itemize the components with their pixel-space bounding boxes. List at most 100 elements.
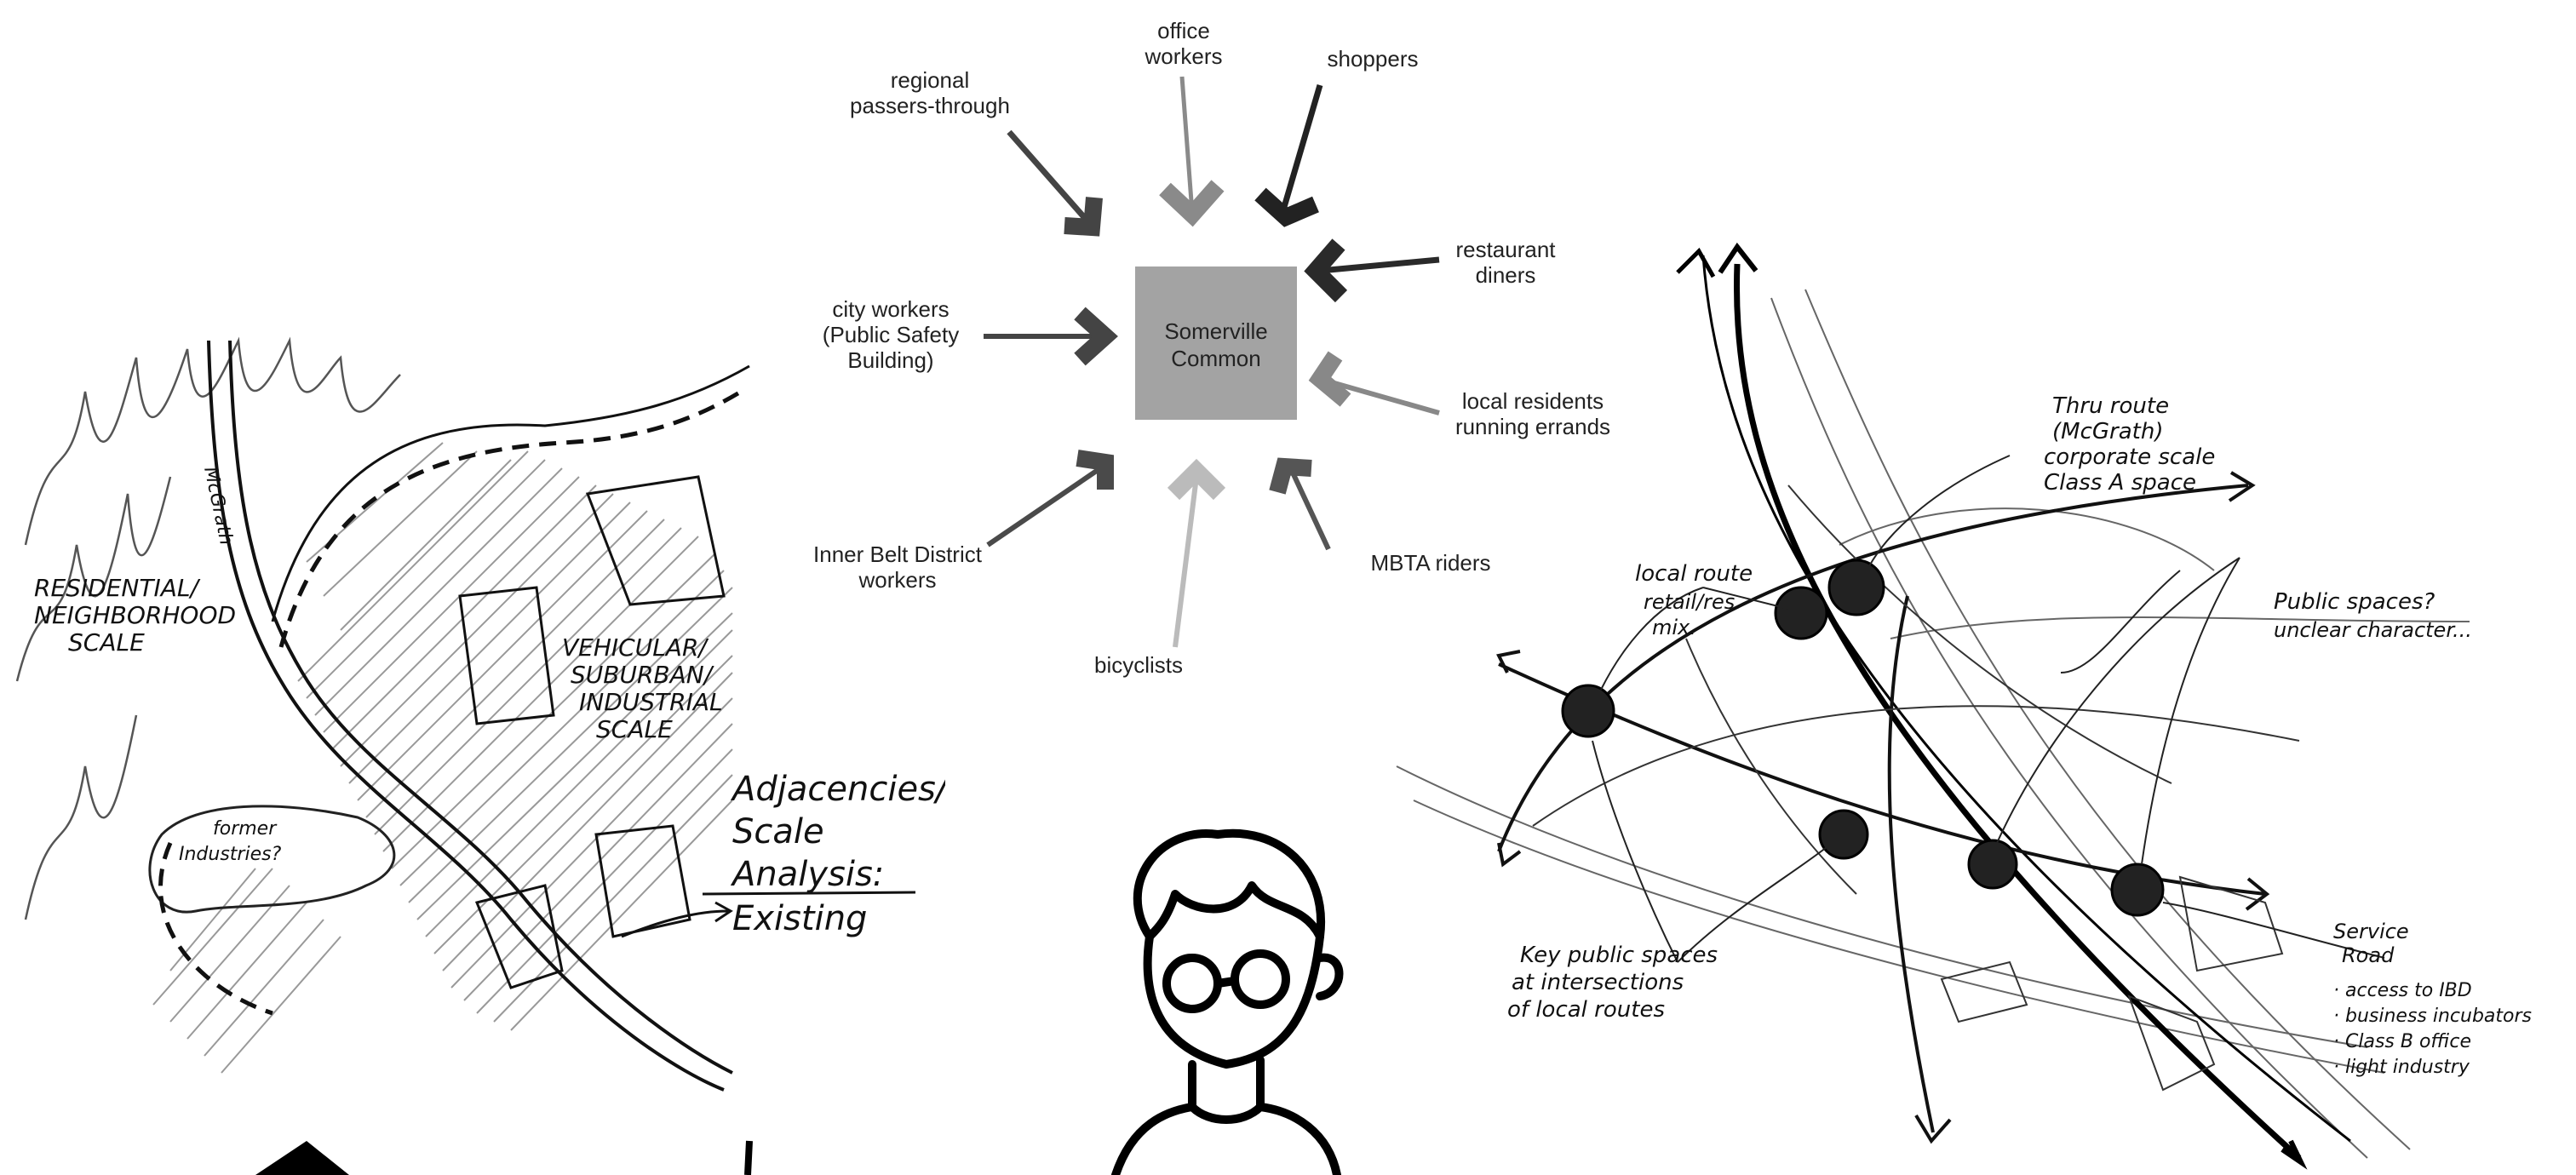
- key-public-line3: of local routes: [1507, 997, 1665, 1023]
- thru-route-line2: (McGrath): [2052, 419, 2163, 444]
- arrow-regional: [1007, 129, 1103, 237]
- label-local-residents: local residents running errands: [1455, 388, 1610, 439]
- title-underline: [702, 891, 916, 896]
- intersection-nodes: [1561, 559, 2165, 917]
- thru-route-line3: corporate scale: [2044, 444, 2215, 470]
- somerville-common-box: [1135, 267, 1297, 420]
- former-industries-area: [148, 805, 396, 914]
- neck: [1188, 1056, 1265, 1111]
- diagram-svg: Somerville Common: [813, 18, 1610, 678]
- arrow-restaurant: [1304, 238, 1440, 303]
- restaurant-line1: restaurant: [1455, 237, 1556, 262]
- former-label-line2: Industries?: [179, 844, 282, 865]
- thru-route-line1: Thru route: [2052, 393, 2169, 419]
- face: [1143, 932, 1324, 1069]
- node-6: [2110, 863, 2165, 917]
- local-residents-line1: local residents: [1462, 388, 1604, 414]
- node-2: [1774, 586, 1828, 640]
- sketch-lines: [1532, 484, 2300, 1092]
- arrow-shoppers: [1254, 84, 1323, 227]
- city-workers-line1: city workers: [832, 296, 949, 322]
- office-workers-line2: workers: [1144, 43, 1222, 69]
- left-lens: [1162, 954, 1222, 1013]
- service-note-3: · Class B office: [2333, 1031, 2471, 1052]
- arrow-city-workers: [984, 307, 1118, 366]
- residential-label-line3: SCALE: [68, 628, 145, 656]
- arrow-local-residents: [1308, 351, 1440, 416]
- label-regional: regional passers-through: [850, 67, 1010, 118]
- service-road-line2: Road: [2342, 943, 2395, 967]
- hair: [1133, 828, 1326, 941]
- regional-line1: regional: [891, 67, 970, 93]
- mcgrath-road-label: McGrath: [199, 465, 237, 547]
- service-note-1: · access to IBD: [2333, 980, 2472, 1001]
- sketch-right-svg: Thru route (McGrath) corporate scale Cla…: [1396, 242, 2532, 1170]
- service-note-2: · business incubators: [2333, 1006, 2532, 1027]
- inner-belt-line2: workers: [858, 567, 936, 593]
- office-workers-line1: office: [1157, 18, 1210, 43]
- dashed-edge: [278, 389, 743, 648]
- mcgrath-road: [207, 340, 733, 1092]
- right-lens: [1231, 949, 1290, 1009]
- analysis-title-line2: Scale: [732, 812, 824, 851]
- thru-route: [1676, 242, 2351, 1170]
- thru-route-label: Thru route (McGrath) corporate scale Cla…: [2044, 393, 2215, 496]
- residential-label-line2: NEIGHBORHOOD: [34, 601, 236, 629]
- somerville-common-diagram: Somerville Common: [766, 0, 1712, 715]
- background-roads: [1396, 289, 2470, 1159]
- leader-lines: [1592, 455, 2385, 963]
- arrow-inner-belt: [986, 450, 1114, 547]
- label-office-workers: office workers: [1144, 18, 1222, 69]
- former-label-line1: former: [213, 818, 278, 840]
- arrows: [984, 76, 1440, 648]
- ear: [1316, 953, 1344, 1000]
- cropped-bottom-svg: [255, 1140, 753, 1175]
- upper-edge: [271, 364, 750, 622]
- service-note-4: · light industry: [2333, 1057, 2470, 1078]
- cropped-wedge: [255, 1141, 349, 1175]
- local-route-label: local route retail/res. mix.: [1635, 561, 1753, 639]
- local-route-line1: local route: [1635, 561, 1753, 587]
- public-spaces-line2: unclear character...: [2274, 618, 2472, 642]
- city-workers-line2: (Public Safety: [823, 322, 959, 347]
- local-residents-line2: running errands: [1455, 414, 1610, 439]
- analysis-title-line1: Adjacencies/: [730, 770, 945, 809]
- vehicular-label-line4: SCALE: [596, 715, 673, 743]
- vehicular-label-line3: INDUSTRIAL: [579, 688, 723, 716]
- inner-belt-line1: Inner Belt District: [813, 542, 983, 567]
- label-restaurant: restaurant diners: [1455, 237, 1556, 288]
- key-public-spaces-label: Key public spaces at intersections of lo…: [1507, 943, 1718, 1023]
- center-label-line2: Common: [1171, 346, 1260, 371]
- node-1: [1561, 684, 1615, 738]
- service-road-label: Service Road · access to IBD · business …: [2333, 920, 2532, 1078]
- residential-label: RESIDENTIAL/ NEIGHBORHOOD SCALE: [34, 574, 236, 656]
- node-4: [1818, 809, 1869, 860]
- person-doodle: [1064, 809, 1388, 1175]
- residential-scribble: [15, 336, 401, 920]
- arrow-mbta: [1269, 457, 1331, 551]
- lower-dashed-edge: [158, 841, 273, 1016]
- cropped-bottom-shapes: [0, 1090, 937, 1175]
- node-5: [1967, 839, 2018, 890]
- label-city-workers: city workers (Public Safety Building): [823, 296, 959, 373]
- vehicular-label: VEHICULAR/ SUBURBAN/ INDUSTRIAL SCALE: [562, 633, 723, 743]
- mbta-label: MBTA riders: [1370, 550, 1490, 576]
- arrow-office-workers: [1159, 76, 1225, 227]
- building-blocks: [458, 475, 726, 989]
- public-spaces-label: Public spaces? unclear character...: [2274, 589, 2472, 642]
- analysis-title-line3: Analysis:: [730, 855, 884, 894]
- label-inner-belt: Inner Belt District workers: [813, 542, 983, 593]
- sketch-left-svg: RESIDENTIAL/ NEIGHBORHOOD SCALE VEHICULA…: [15, 336, 945, 1092]
- center-label-line1: Somerville: [1164, 318, 1267, 344]
- restaurant-line2: diners: [1476, 262, 1536, 288]
- regional-line2: passers-through: [850, 93, 1010, 118]
- city-workers-line3: Building): [847, 347, 933, 373]
- person-svg: [1111, 828, 1344, 1175]
- shoulders: [1111, 1103, 1341, 1175]
- public-spaces-line1: Public spaces?: [2274, 589, 2435, 615]
- thru-route-line4: Class A space: [2044, 470, 2196, 496]
- local-route-line2: retail/res.: [1644, 590, 1741, 614]
- cropped-line: [744, 1140, 753, 1175]
- adjacency-scale-sketch: RESIDENTIAL/ NEIGHBORHOOD SCALE VEHICULA…: [0, 324, 945, 1175]
- vehicular-label-line2: SUBURBAN/: [571, 661, 714, 689]
